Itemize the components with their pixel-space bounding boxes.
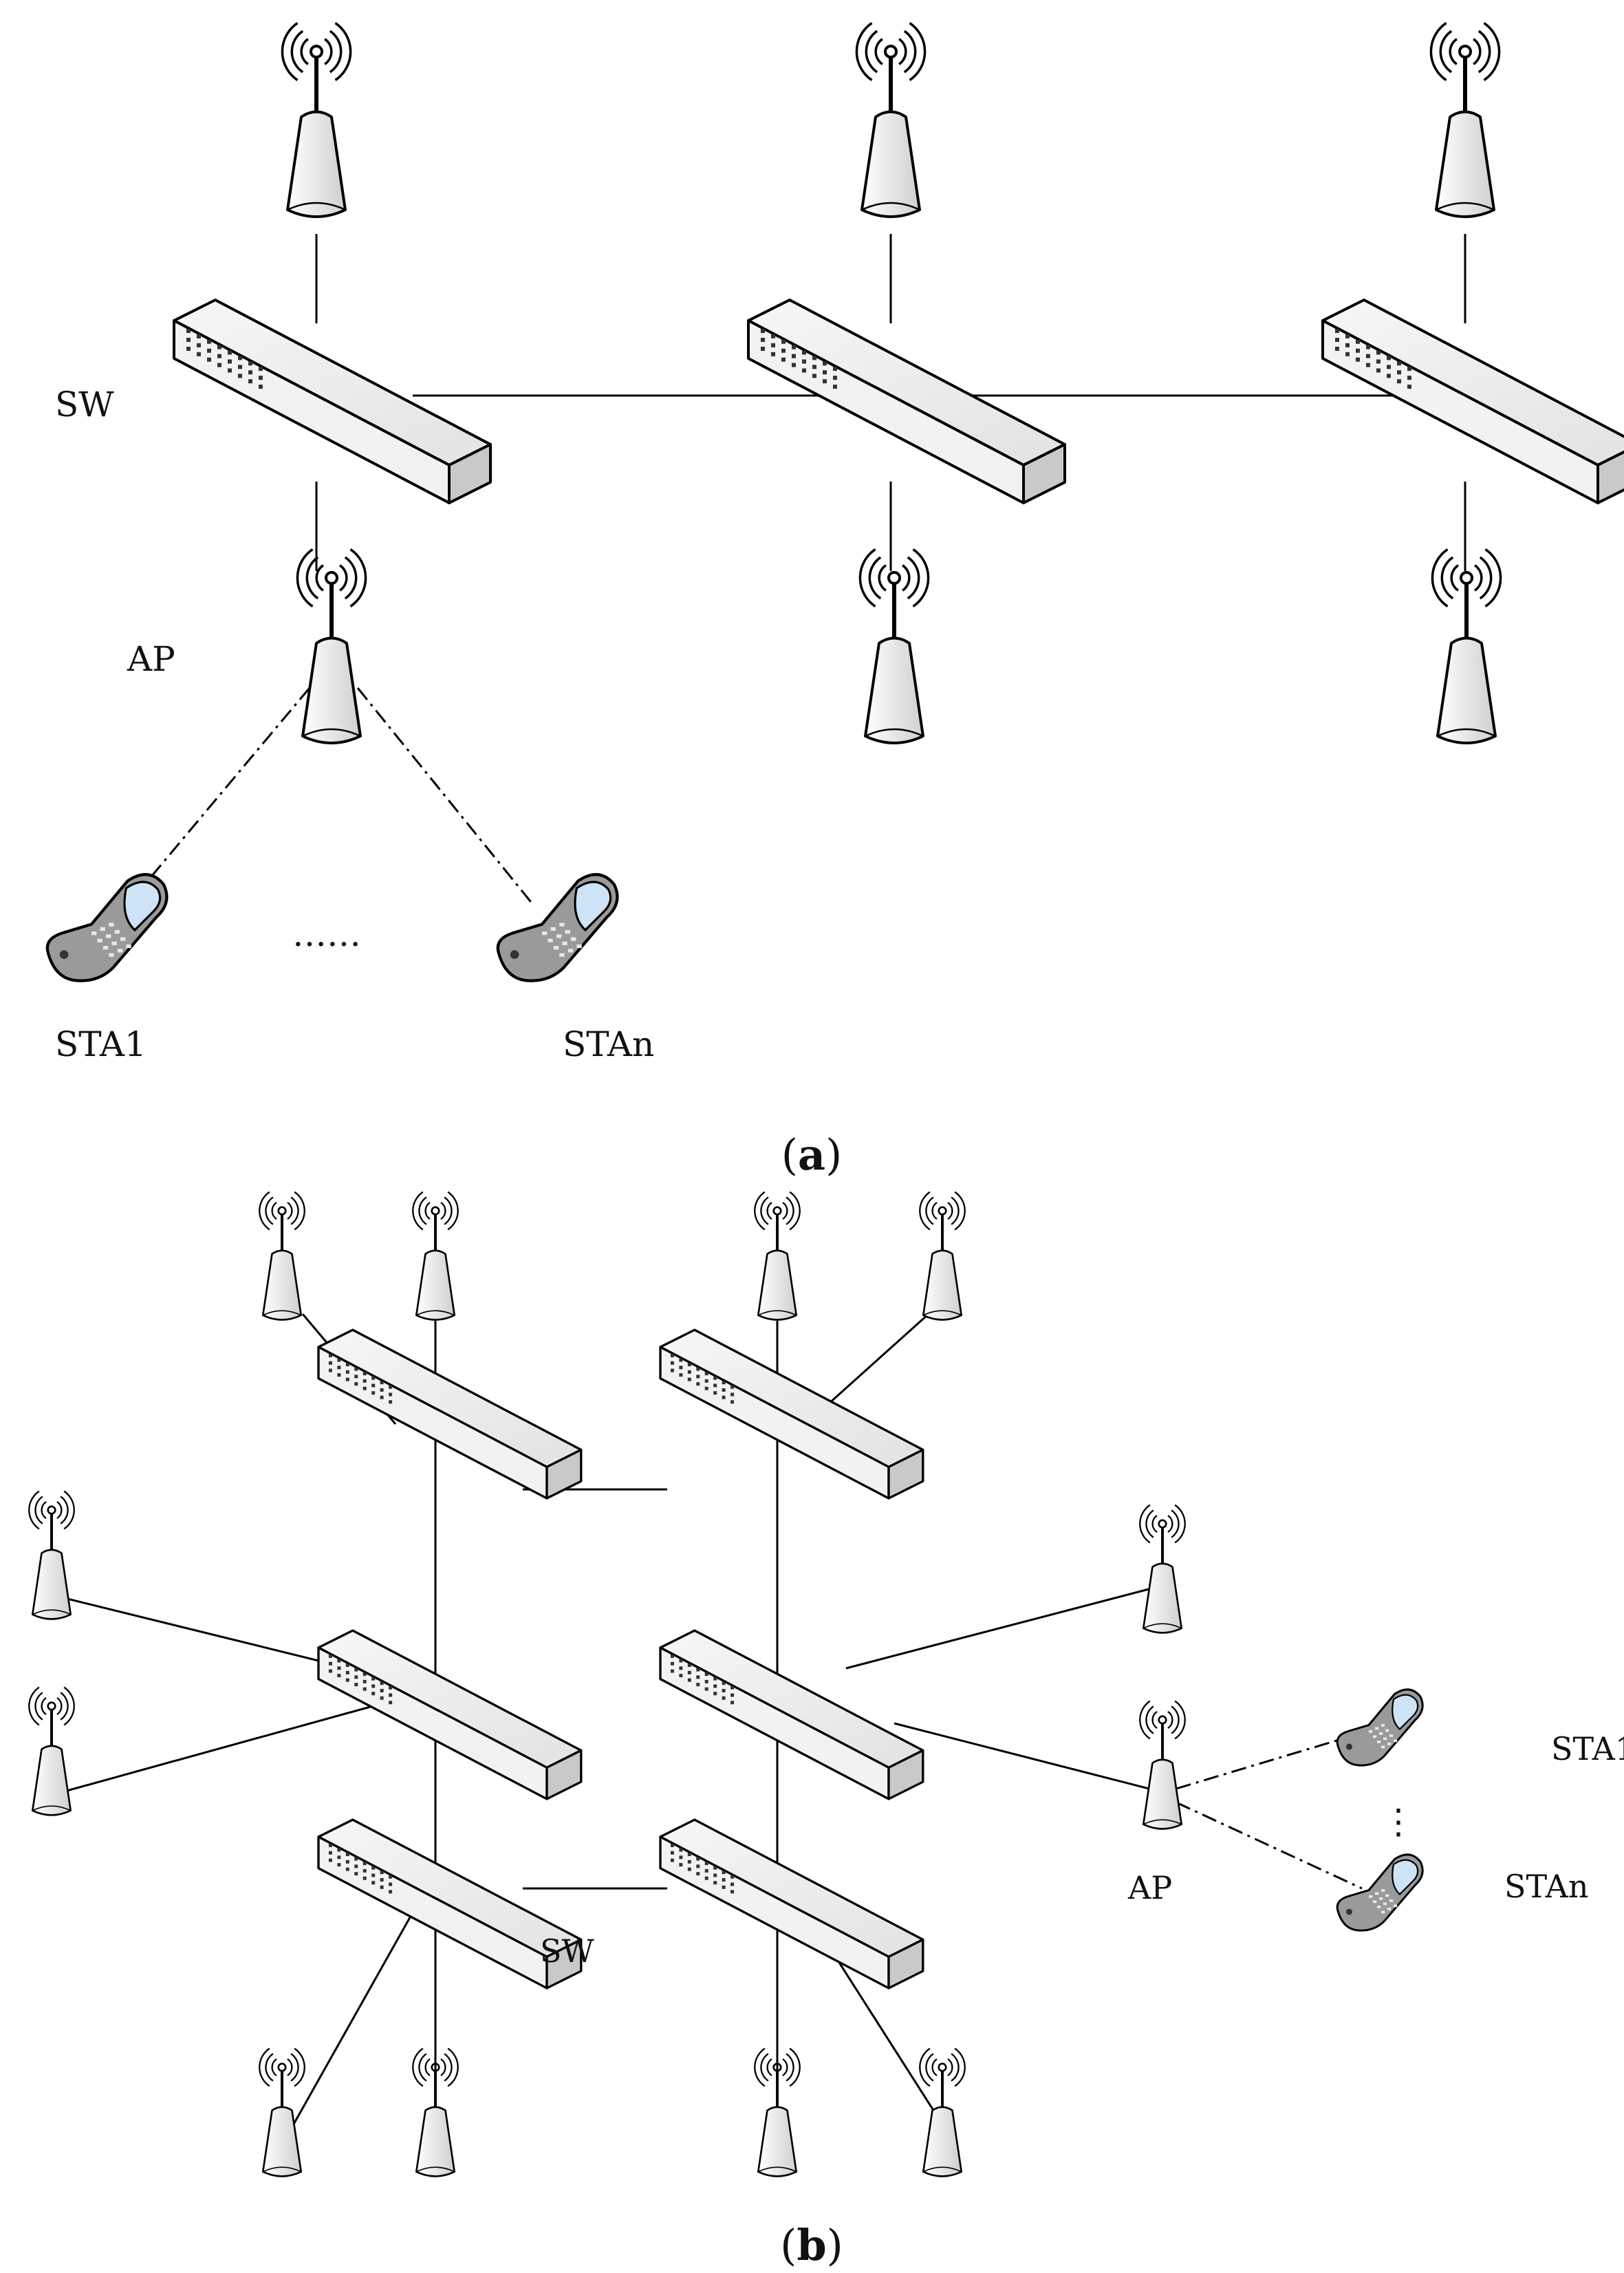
wireless-signal-icon [919,2047,966,2087]
wireless-signal-icon [28,1686,75,1726]
caption-a: (a) [781,1130,843,1180]
access-point-icon [28,1686,75,1816]
access-point-icon [1139,1504,1186,1634]
wired-link [894,1722,1163,1793]
access-point-icon [1429,22,1501,218]
wireless-signal-icon [1139,1700,1186,1740]
wireless-signal-icon [259,2047,305,2087]
access-point-icon [754,1191,801,1321]
wireless-link [356,687,534,905]
access-point-icon [1431,548,1502,744]
wireless-signal-icon [281,22,352,81]
wireless-signal-icon [259,1191,305,1231]
switch-icon [317,1328,583,1500]
access-point-icon [259,1191,305,1321]
wireless-signal-icon [754,2047,801,2087]
station-last-label: STAn [1504,1868,1589,1905]
station-first-label: STA1 [1551,1730,1624,1767]
mobile-phone-icon [45,873,169,982]
panel-b: SW AP STA1 STAn ⋮ (b) [540,1730,1624,2270]
switch-label: SW [55,385,114,424]
links-layer [61,234,1472,2133]
switch-icon [317,1818,583,1990]
wired-link [288,1912,414,2133]
access-point-icon [858,548,930,744]
switch-icon [659,1629,924,1800]
mobile-phone-icon [496,873,619,982]
access-point-icon [412,2047,459,2177]
wired-link [61,1701,386,1793]
access-point-icon [412,1191,459,1321]
access-point-label: AP [127,639,175,679]
wireless-link [147,687,311,881]
access-point-icon [296,548,367,744]
access-point-icon [754,2047,801,2177]
wired-link [61,1596,358,1672]
access-point-icon [919,2047,966,2177]
switch-icon [659,1818,924,1990]
switch-icon [173,299,492,504]
devices-layer [28,22,1624,2177]
station-ellipsis: …… [292,914,361,954]
wireless-signal-icon [754,1191,801,1231]
access-point-icon [28,1490,75,1620]
wireless-signal-icon [412,2047,459,2087]
wireless-link [1176,1736,1349,1790]
station-ellipsis: ⋮ [1381,1802,1416,1842]
switch-icon [317,1629,583,1800]
station-first-label: STA1 [55,1024,147,1064]
panel-a: SW AP STA1 STAn …… (a) [55,385,842,1180]
wireless-signal-icon [858,548,930,607]
access-point-icon [259,2047,305,2177]
access-point-icon [281,22,352,218]
switch-icon [1321,299,1624,504]
mobile-phone-icon [1336,1853,1424,1932]
station-last-label: STAn [563,1024,654,1064]
switch-icon [747,299,1066,504]
access-point-icon [919,1191,966,1321]
wireless-signal-icon [1139,1504,1186,1544]
wireless-signal-icon [296,548,367,607]
access-point-label: AP [1127,1869,1172,1906]
wireless-signal-icon [919,1191,966,1231]
wireless-link [1176,1801,1363,1890]
caption-b: (b) [780,2220,843,2270]
mobile-phone-icon [1336,1688,1424,1767]
access-point-icon [855,22,927,218]
switch-label: SW [540,1932,595,1970]
wireless-signal-icon [412,1191,459,1231]
wired-link [845,1588,1149,1670]
switch-icon [659,1328,924,1500]
access-point-icon [1139,1700,1186,1830]
